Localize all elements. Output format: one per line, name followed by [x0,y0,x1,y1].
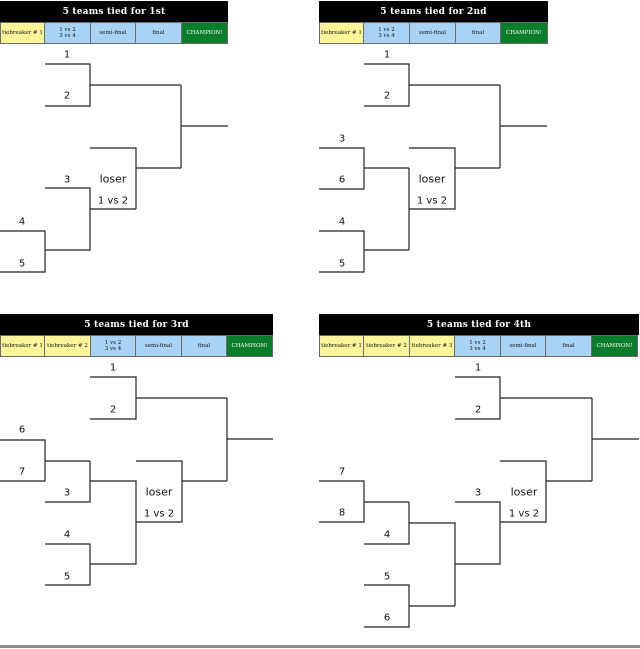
header-round-1: 1 vs 2 3 vs 4 [45,22,91,44]
header-tiebreaker-1: tiebreaker # 1 [0,22,45,44]
team-label: 5 [338,258,346,270]
panel-title: 5 teams tied for 1st [0,1,228,22]
header-round-1: 1 vs 2 3 vs 4 [364,22,410,44]
header-champion: CHAMPION! [501,22,548,44]
panel-title: 5 teams tied for 3rd [0,314,273,335]
panel-title: 5 teams tied for 4th [319,314,639,335]
loser-label: loser [510,485,538,499]
header-tiebreaker-2: tiebreaker # 2 [45,335,91,357]
header-round-1: 1 vs 2 3 vs 4 [91,335,136,357]
header-row: tiebreaker # 1 1 vs 2 3 vs 4 semi-final … [319,22,548,44]
team-label: 3 [63,487,71,499]
header-champion: CHAMPION! [182,22,228,44]
team-label: 3 [474,487,482,499]
panel-title: 5 teams tied for 2nd [319,1,548,22]
loser-label: loser [145,485,173,499]
team-label: 5 [18,258,26,270]
team-label: 2 [109,404,117,416]
header-final: final [182,335,227,357]
team-label: 4 [63,529,71,541]
team-label: 6 [383,612,391,624]
header-tiebreaker-3: tiebreaker # 3 [410,335,455,357]
team-label: 7 [338,466,346,478]
header-semi-final: semi-final [501,335,546,357]
loser-match-label: 1 vs 2 [508,508,540,520]
team-label: 1 [383,49,391,61]
team-label: 6 [338,174,346,186]
team-label: 3 [338,133,346,145]
team-label: 4 [338,216,346,228]
team-label: 4 [18,216,26,228]
header-tiebreaker-1: tiebreaker # 1 [319,22,364,44]
header-final: final [136,22,182,44]
team-label: 1 [63,49,71,61]
team-label: 2 [63,90,71,102]
team-label: 6 [18,424,26,436]
loser-match-label: 1 vs 2 [416,195,448,207]
loser-match-label: 1 vs 2 [97,195,129,207]
header-champion: CHAMPION! [592,335,638,357]
header-tiebreaker-2: tiebreaker # 2 [364,335,410,357]
team-label: 2 [383,90,391,102]
header-row: tiebreaker # 1 tiebreaker # 2 tiebreaker… [319,335,638,357]
header-final: final [456,22,501,44]
team-label: 5 [63,571,71,583]
header-row: tiebreaker # 1 1 vs 2 3 vs 4 semi-final … [0,22,228,44]
header-semi-final: semi-final [136,335,182,357]
header-final: final [546,335,592,357]
header-champion: CHAMPION! [227,335,273,357]
team-label: 3 [63,174,71,186]
team-label: 1 [109,362,117,374]
bottom-divider [0,645,640,648]
team-label: 7 [18,466,26,478]
loser-match-label: 1 vs 2 [143,508,175,520]
team-label: 5 [383,571,391,583]
header-semi-final: semi-final [91,22,136,44]
header-row: tiebreaker # 1 tiebreaker # 2 1 vs 2 3 v… [0,335,273,357]
header-tiebreaker-1: tiebreaker # 1 [319,335,364,357]
team-label: 2 [474,404,482,416]
header-semi-final: semi-final [410,22,456,44]
loser-label: loser [99,172,127,186]
team-label: 1 [474,362,482,374]
loser-label: loser [418,172,446,186]
team-label: 4 [383,529,391,541]
team-label: 8 [338,507,346,519]
header-round-1: 1 vs 2 3 vs 4 [455,335,501,357]
header-tiebreaker-1: tiebreaker # 1 [0,335,45,357]
